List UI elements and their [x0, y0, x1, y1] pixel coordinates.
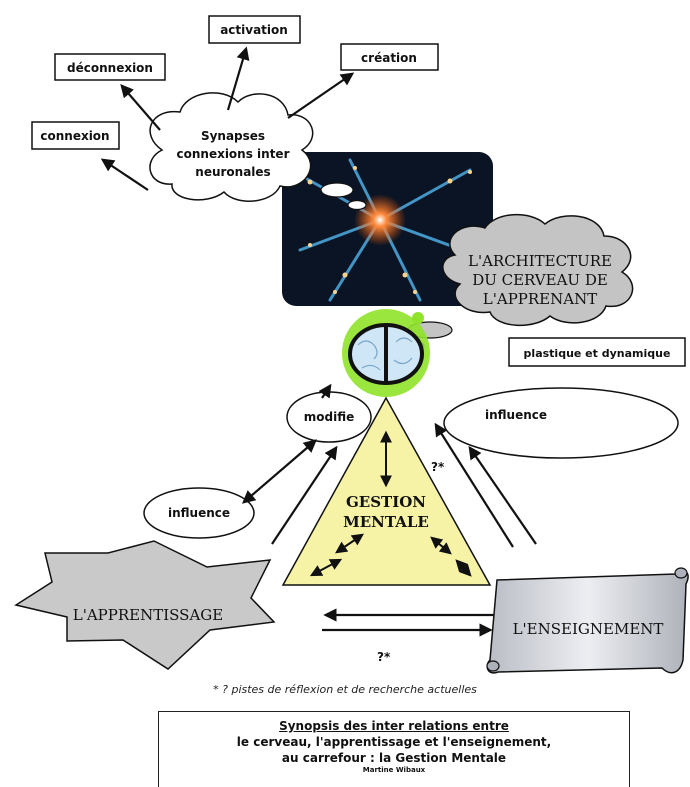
activation-box: activation [208, 15, 301, 44]
synopsis-line-1: le cerveau, l'apprentissage et l'enseign… [236, 735, 552, 749]
question-mark-bottom: ?* [377, 650, 391, 664]
creation-box: création [340, 43, 439, 71]
synapses-line-1: Synapses [201, 129, 265, 143]
svg-text:influence: influence [168, 506, 230, 520]
svg-text:connexion: connexion [40, 129, 109, 143]
plastique-box: plastique et dynamique [508, 337, 686, 367]
enseignement-scroll: L'ENSEIGNEMENT [486, 567, 689, 674]
gestion-line-1: GESTION [346, 493, 426, 511]
synopsis-box: Synopsis des inter relations entre le ce… [158, 711, 630, 787]
connexion-box: connexion [31, 121, 120, 150]
svg-text:influence: influence [485, 408, 547, 422]
svg-text:création: création [361, 51, 417, 65]
apprentissage-star: L'APPRENTISSAGE [14, 540, 276, 670]
enseignement-label: L'ENSEIGNEMENT [513, 620, 664, 638]
influence-right-bubble: influence [443, 387, 679, 459]
apprentissage-label: L'APPRENTISSAGE [73, 606, 223, 624]
architecture-line-3: L'APPRENANT [483, 290, 597, 308]
architecture-line-1: L'ARCHITECTURE [468, 252, 612, 270]
synapses-cloud: Synapses connexions inter neuronales [149, 92, 367, 211]
svg-text:activation: activation [220, 23, 288, 37]
svg-text:plastique et dynamique: plastique et dynamique [524, 347, 671, 360]
architecture-line-2: DU CERVEAU DE [472, 271, 608, 289]
influence-left-bubble: influence [143, 487, 255, 539]
gestion-mentale-triangle: GESTION MENTALE [281, 396, 492, 586]
synopsis-author: Martine Wibaux [362, 766, 426, 774]
question-mark-right: ?* [431, 460, 445, 474]
brain-icon [342, 309, 430, 397]
gestion-line-2: MENTALE [343, 513, 429, 531]
modifie-bubble: modifie [286, 391, 372, 443]
synapses-line-3: neuronales [195, 165, 270, 179]
relation-arrows [241, 383, 537, 637]
synapse-arrows [100, 46, 355, 191]
synopsis-line-2: au carrefour : la Gestion Mentale [281, 751, 507, 765]
synopsis-title: Synopsis des inter relations entre [279, 719, 509, 733]
synapses-line-2: connexions inter [177, 147, 290, 161]
deconnexion-box: déconnexion [54, 53, 166, 81]
svg-text:modifie: modifie [304, 410, 354, 424]
architecture-cloud: L'ARCHITECTURE DU CERVEAU DE L'APPRENANT [399, 213, 634, 352]
svg-text:déconnexion: déconnexion [67, 61, 153, 75]
footnote: * ? pistes de réflexion et de recherche … [213, 683, 477, 696]
